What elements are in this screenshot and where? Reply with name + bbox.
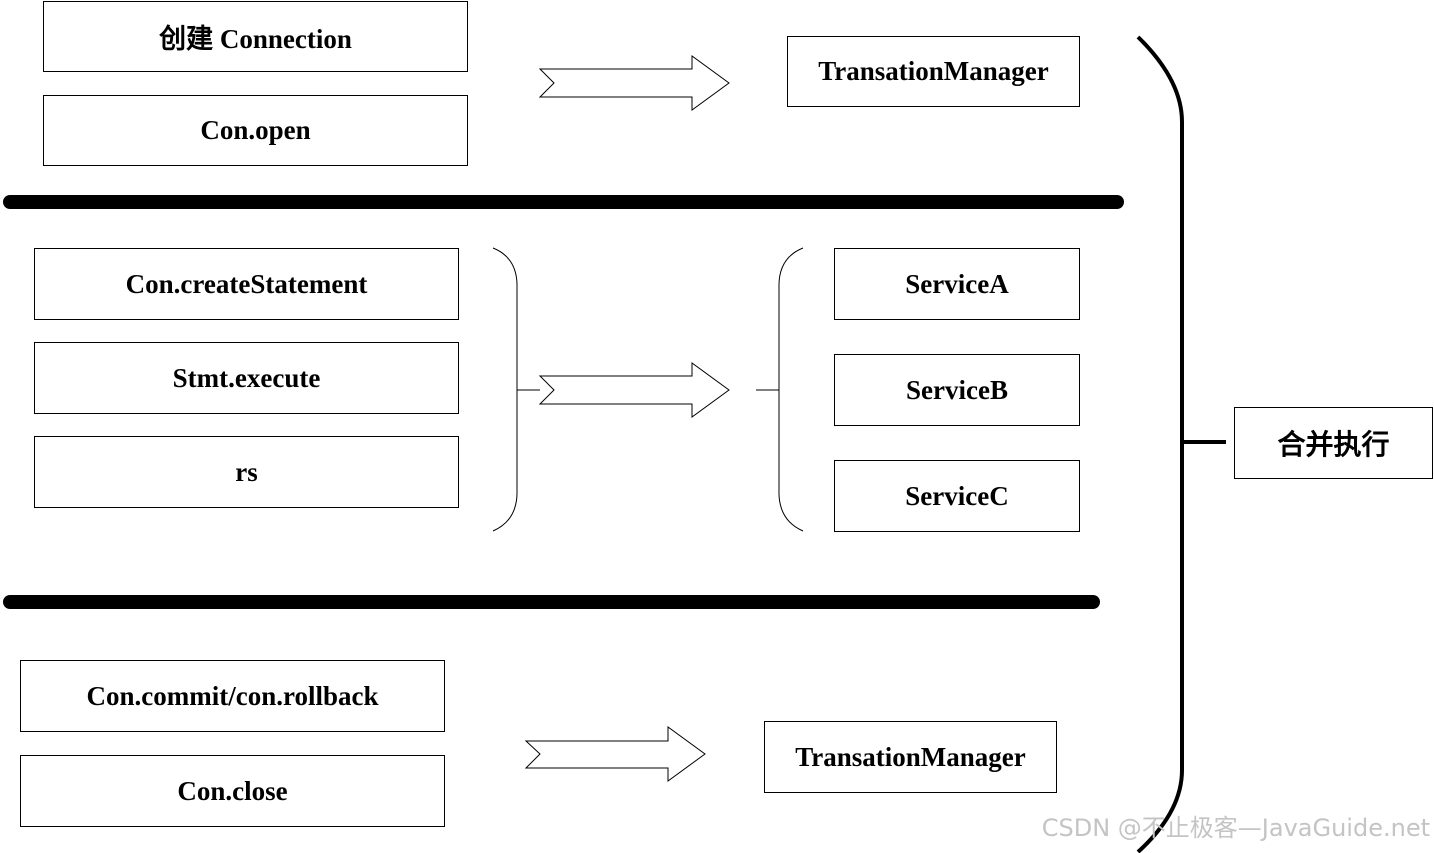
brace-left-group: [492, 247, 518, 532]
transaction-manager-bottom-box: TransationManager: [764, 721, 1057, 793]
service-b-box: ServiceB: [834, 354, 1080, 426]
con-open-box: Con.open: [43, 95, 468, 166]
commit-rollback-box: Con.commit/con.rollback: [20, 660, 445, 732]
divider-top: [3, 195, 1124, 209]
con-close-box: Con.close: [20, 755, 445, 827]
service-a-box: ServiceA: [834, 248, 1080, 320]
merge-execute-box: 合并执行: [1234, 407, 1433, 479]
brace-right-group: [778, 247, 804, 532]
arrow-middle: [538, 362, 730, 418]
divider-bottom: [3, 595, 1100, 609]
arrow-bottom: [524, 726, 706, 782]
stmt-execute-box: Stmt.execute: [34, 342, 459, 414]
rs-box: rs: [34, 436, 459, 508]
merge-bracket: [1136, 35, 1184, 853]
create-connection-box: 创建 Connection: [43, 1, 468, 72]
transaction-manager-top-box: TransationManager: [787, 36, 1080, 107]
con-create-statement-box: Con.createStatement: [34, 248, 459, 320]
service-c-box: ServiceC: [834, 460, 1080, 532]
arrow-top: [538, 55, 730, 111]
watermark-text: CSDN @不止极客—JavaGuide.net: [1041, 814, 1430, 842]
